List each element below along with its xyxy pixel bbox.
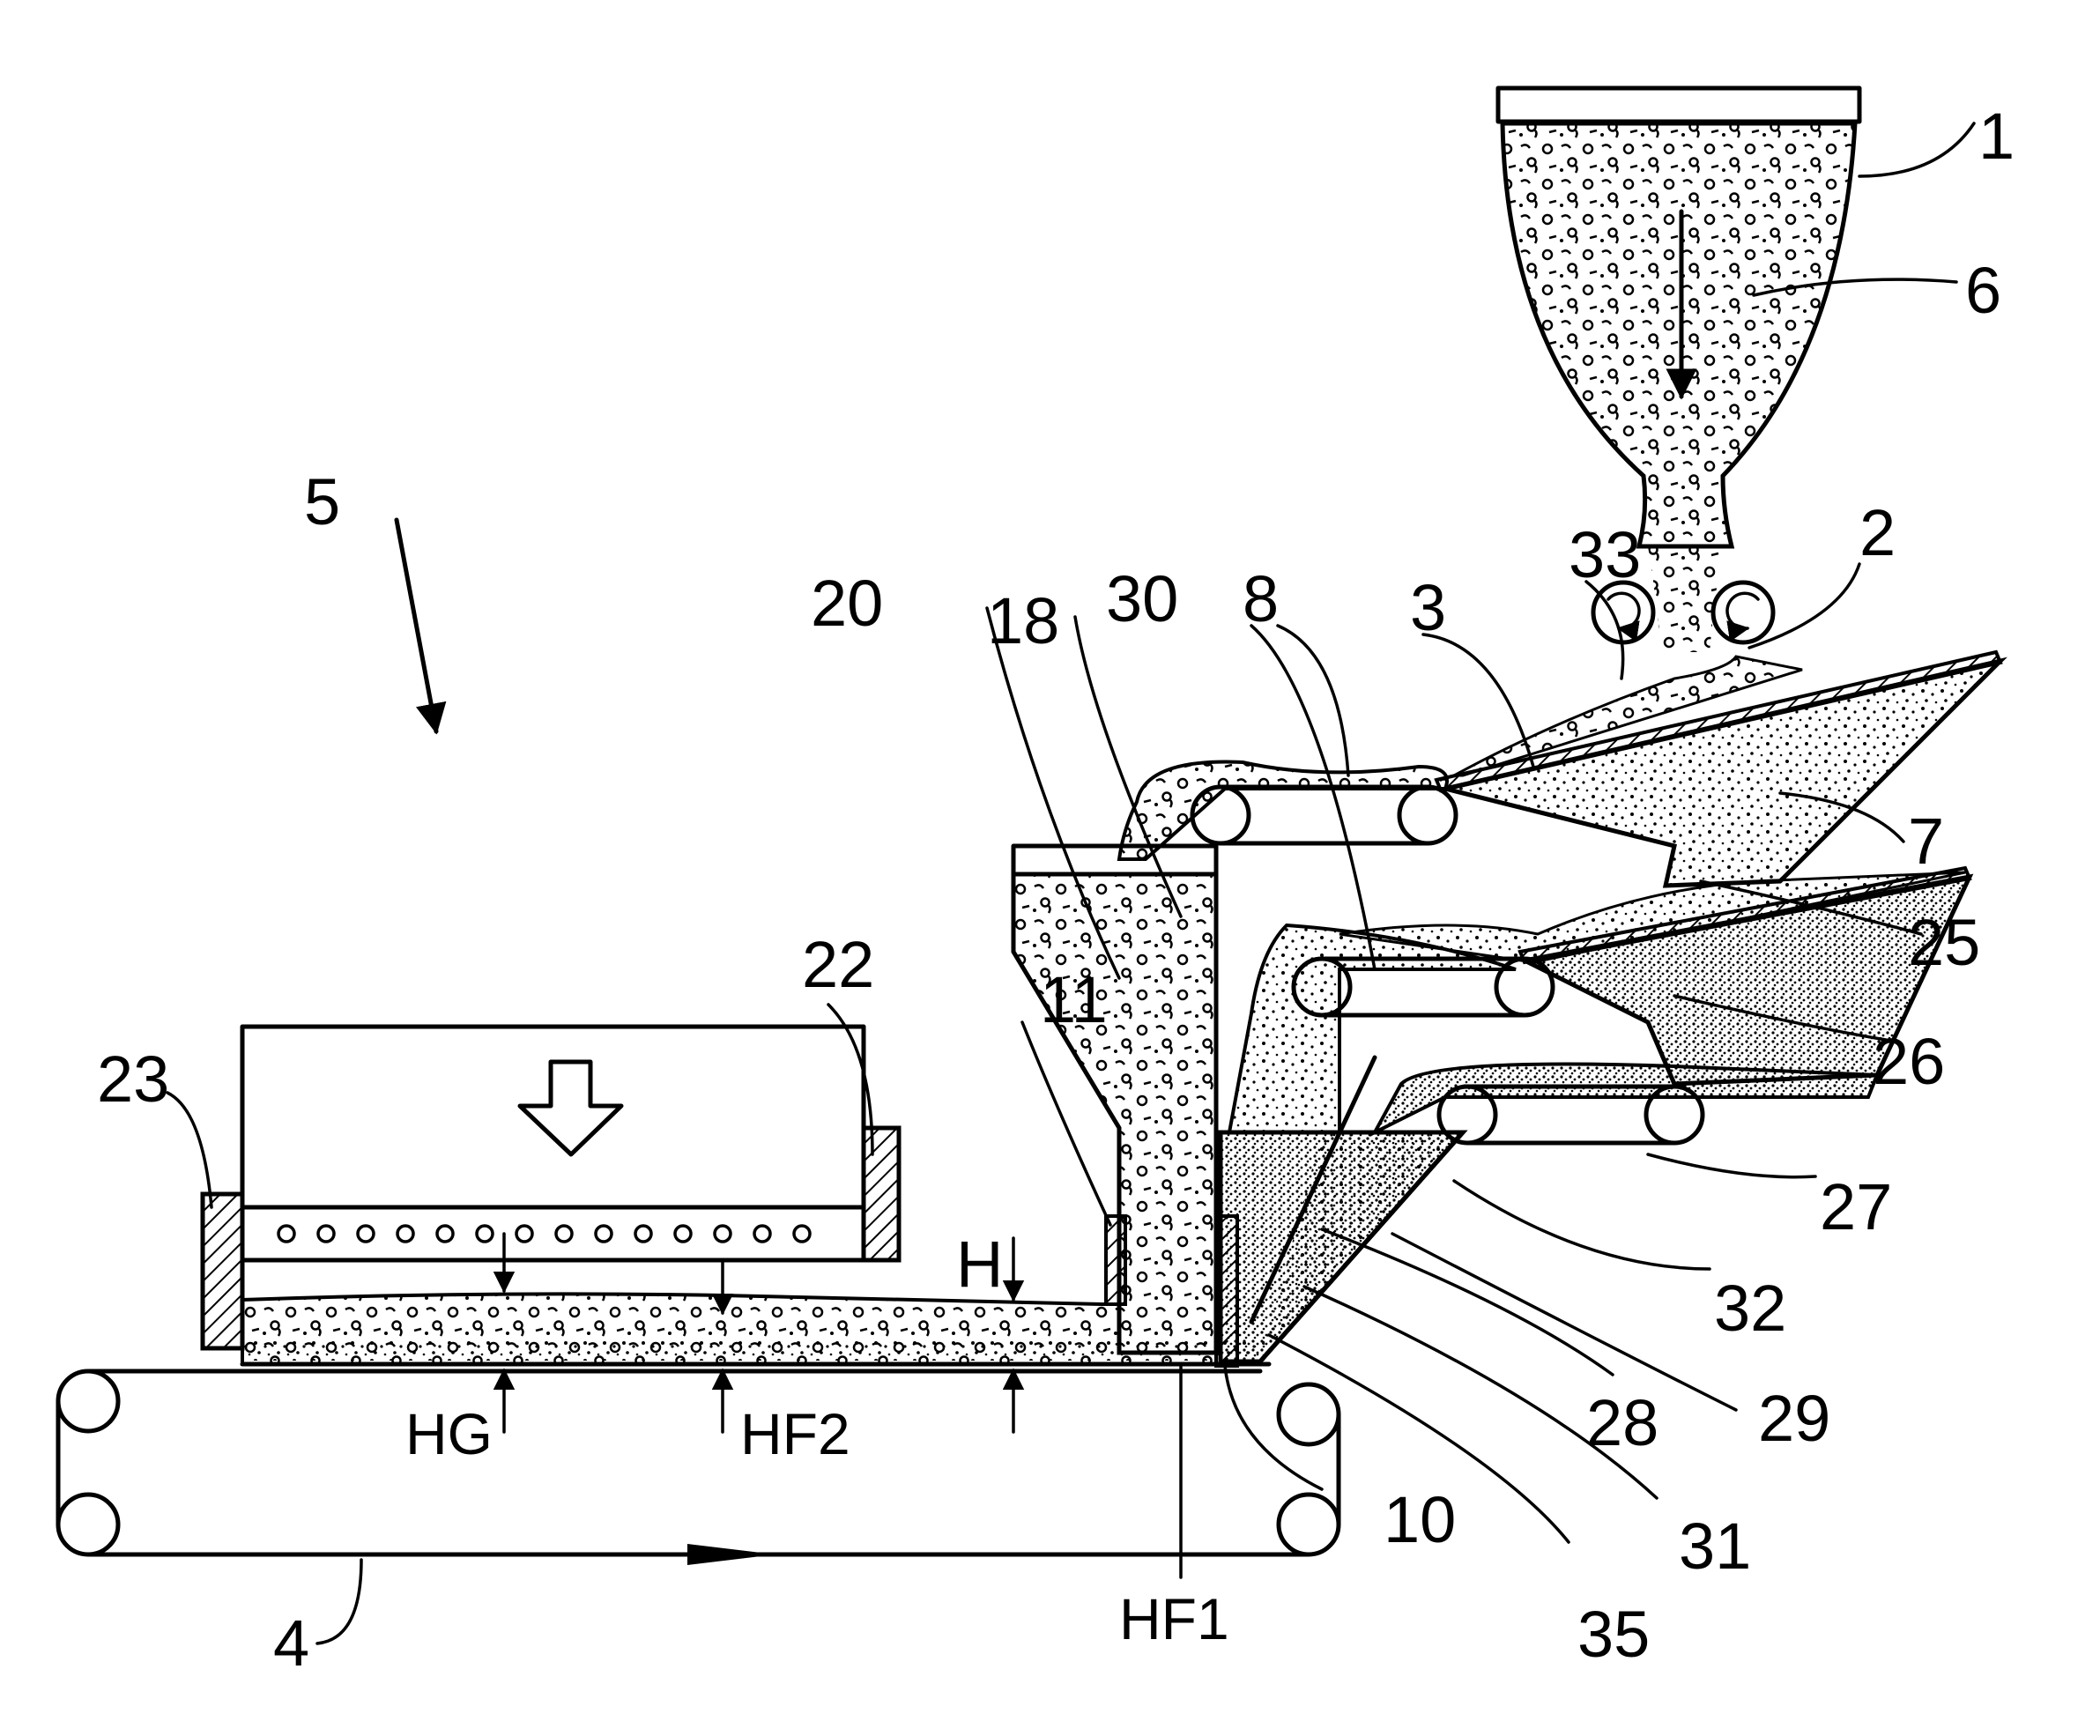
spreading-hopper (1013, 846, 1237, 1366)
label-30: 30 (1106, 562, 1178, 635)
label-6: 6 (1965, 254, 2001, 327)
label-8: 8 (1243, 562, 1279, 635)
label-32: 32 (1714, 1272, 1786, 1345)
label-2: 2 (1859, 496, 1896, 569)
label-33: 33 (1569, 518, 1641, 591)
label-26: 26 (1873, 1025, 1945, 1098)
label-28: 28 (1586, 1386, 1658, 1459)
label-22: 22 (802, 928, 874, 1001)
press-block-22 (864, 1128, 899, 1260)
label-25: 25 (1908, 906, 1980, 979)
label-31: 31 (1679, 1510, 1751, 1583)
label-hf2: HF2 (740, 1401, 850, 1466)
label-3: 3 (1410, 571, 1446, 644)
label-20: 20 (811, 567, 883, 640)
press-roller-row (278, 1226, 810, 1242)
label-23: 23 (97, 1042, 169, 1116)
label-hf1: HF1 (1119, 1586, 1229, 1651)
supply-hopper (1498, 88, 1859, 546)
label-7: 7 (1908, 805, 1944, 878)
particle-mat (242, 1294, 1269, 1364)
label-4: 4 (273, 1606, 309, 1680)
wall-11 (1106, 1216, 1125, 1304)
label-27: 27 (1820, 1170, 1892, 1243)
hopper-fill (1503, 123, 1855, 546)
press-arrow (520, 1062, 621, 1154)
label-29: 29 (1758, 1382, 1830, 1455)
press-block-23 (203, 1194, 242, 1348)
label-1: 1 (1978, 100, 2015, 173)
label-10: 10 (1384, 1483, 1456, 1556)
label-11: 11 (1040, 963, 1108, 1036)
label-35: 35 (1577, 1598, 1650, 1671)
label-18: 18 (987, 584, 1059, 657)
label-h: H (956, 1228, 1003, 1301)
label-5: 5 (304, 465, 340, 538)
forming-belt (58, 1371, 1339, 1565)
label-hg: HG (405, 1401, 493, 1466)
